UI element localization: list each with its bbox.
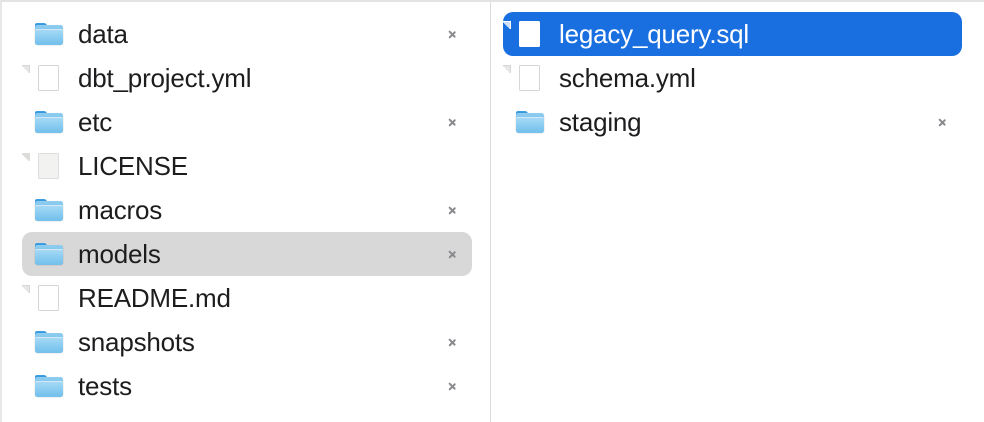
file-row[interactable]: README.md [22, 276, 472, 320]
row-icon [22, 63, 64, 93]
chevron-placeholder [446, 155, 460, 177]
chevron-placeholder [936, 67, 950, 89]
chevron-right-icon[interactable] [446, 331, 460, 353]
file-row[interactable]: schema.yml [503, 56, 962, 100]
row-icon [34, 239, 64, 269]
chevron-right-icon[interactable] [446, 199, 460, 221]
row-icon [503, 63, 545, 93]
row-label: snapshots [78, 327, 195, 357]
chevron-right-icon[interactable] [936, 111, 950, 133]
chevron-right-icon[interactable] [446, 23, 460, 45]
row-label: macros [78, 195, 163, 225]
folder-row[interactable]: tests [22, 364, 472, 408]
row-label: staging [559, 107, 642, 137]
folder-row[interactable]: etc [22, 100, 472, 144]
row-icon [34, 107, 64, 137]
row-label: tests [78, 371, 132, 401]
row-icon [22, 283, 64, 313]
row-label: dbt_project.yml [78, 63, 252, 93]
row-label: models [78, 239, 161, 269]
row-icon [503, 19, 545, 49]
row-label: data [78, 19, 128, 49]
row-icon [34, 371, 64, 401]
folder-row[interactable]: staging [503, 100, 962, 144]
row-icon [34, 327, 64, 357]
row-icon [515, 107, 545, 137]
row-label: README.md [78, 283, 231, 313]
chevron-right-icon[interactable] [446, 243, 460, 265]
folder-row[interactable]: snapshots [22, 320, 472, 364]
folder-row[interactable]: macros [22, 188, 472, 232]
finder-column-child[interactable]: legacy_query.sql schema.yml staging [491, 2, 984, 422]
chevron-placeholder [446, 67, 460, 89]
row-icon [22, 151, 64, 181]
chevron-right-icon[interactable] [446, 375, 460, 397]
row-icon [34, 195, 64, 225]
row-icon [34, 19, 64, 49]
row-label: legacy_query.sql [559, 19, 749, 49]
row-label: schema.yml [559, 63, 696, 93]
chevron-right-icon[interactable] [446, 111, 460, 133]
row-label: LICENSE [78, 151, 188, 181]
file-row[interactable]: dbt_project.yml [22, 56, 472, 100]
row-label: etc [78, 107, 113, 137]
folder-row[interactable]: data [22, 12, 472, 56]
file-row[interactable]: legacy_query.sql [503, 12, 962, 56]
folder-row[interactable]: models [22, 232, 472, 276]
chevron-placeholder [446, 287, 460, 309]
chevron-placeholder [936, 23, 950, 45]
file-row[interactable]: LICENSE [22, 144, 472, 188]
